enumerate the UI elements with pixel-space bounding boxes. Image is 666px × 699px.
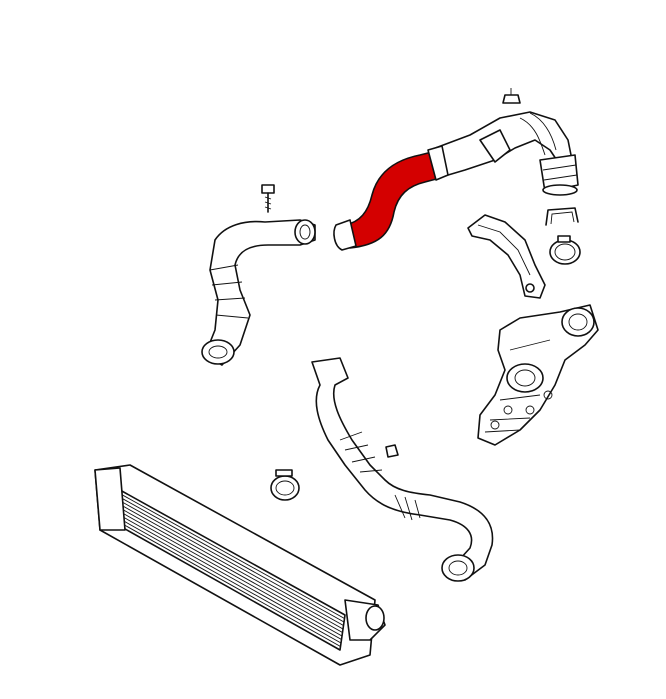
clamp-ring[interactable] — [549, 235, 581, 265]
intercooler-fin-line — [117, 521, 341, 647]
intercooler-fin-line — [119, 500, 344, 626]
intercooler[interactable] — [94, 464, 386, 666]
intercooler-fin-line — [118, 517, 342, 644]
left-hose-assembly[interactable] — [201, 219, 316, 366]
intercooler-fin-line — [118, 503, 344, 630]
nut-top[interactable] — [502, 88, 521, 104]
intercooler-fin-line — [118, 514, 342, 640]
bolt[interactable] — [261, 184, 275, 213]
hose-clamp-middle[interactable] — [270, 469, 300, 501]
intercooler-fin-line — [118, 507, 343, 633]
turbocharger-manifold[interactable] — [477, 304, 599, 446]
intercooler-fin-line — [118, 510, 343, 637]
lower-charge-hose[interactable] — [311, 357, 494, 582]
upper-charge-pipe[interactable] — [429, 111, 579, 196]
intercooler-fin-line — [119, 496, 345, 623]
nut-middle[interactable] — [385, 444, 399, 458]
highlighted-intercooler-hose[interactable] — [333, 145, 449, 251]
hose-clamp-upper[interactable] — [545, 207, 579, 226]
pipe-bracket[interactable] — [467, 214, 546, 299]
intercooler-fin-line — [119, 493, 345, 619]
